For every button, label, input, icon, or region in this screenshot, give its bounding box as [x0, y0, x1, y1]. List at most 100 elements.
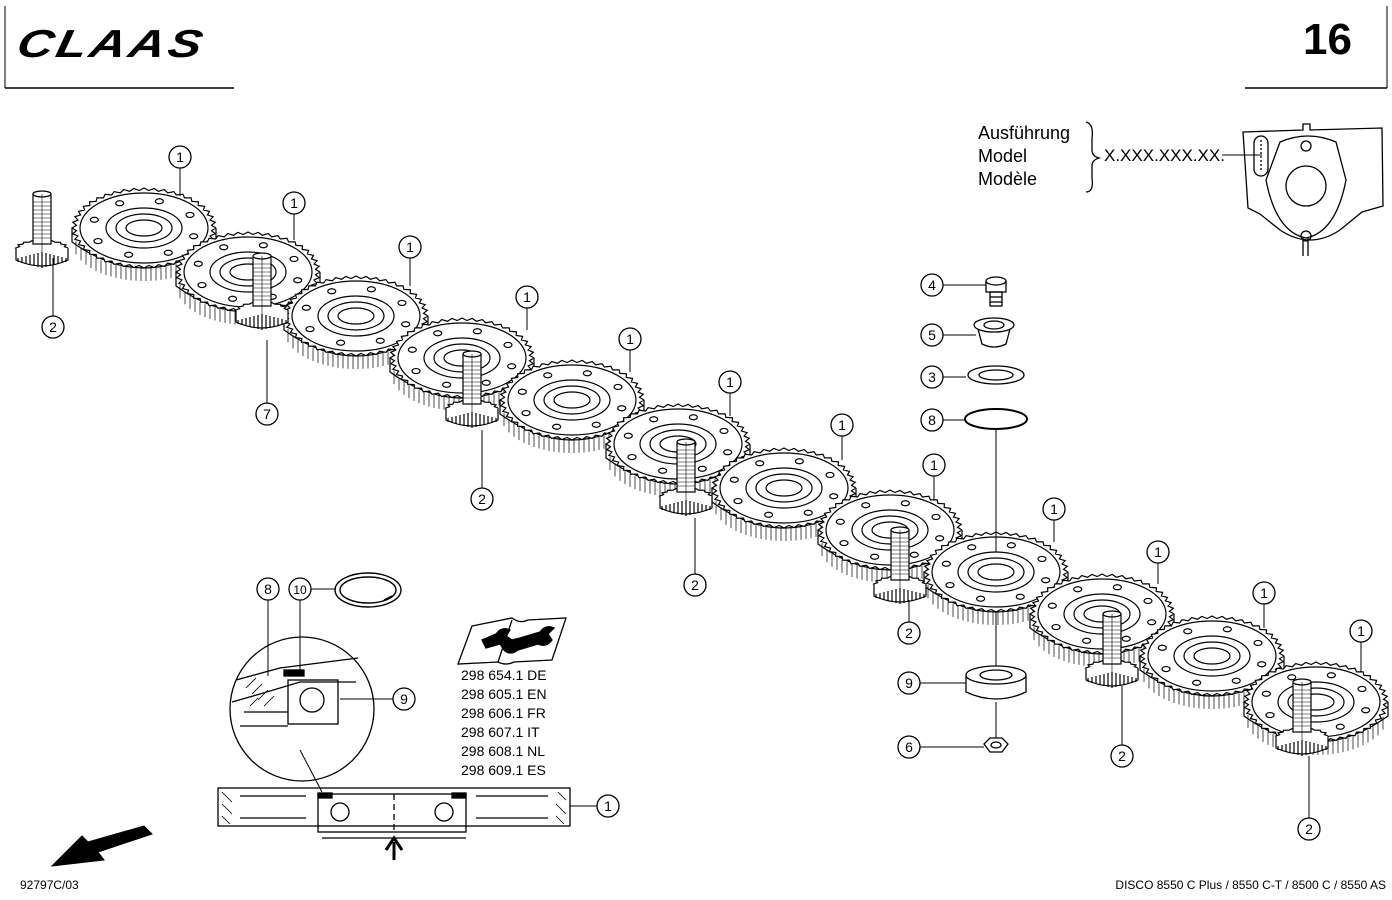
callout-gear: 1 [515, 285, 539, 330]
spur-gear-12 [1242, 661, 1389, 755]
callout-pinion: 2 [1297, 756, 1321, 841]
gear-cross-section [217, 787, 596, 860]
bolt-part [985, 276, 1007, 307]
callout-gear: 1 [618, 327, 642, 372]
callout-label: 2 [905, 625, 913, 641]
variant-label-fr: Modèle [978, 169, 1038, 189]
callout-label: 1 [1260, 585, 1268, 601]
spur-gear-10 [1028, 573, 1175, 667]
callout-label: 1 [523, 289, 531, 305]
callout-label: 8 [928, 412, 936, 428]
direction-arrow [50, 825, 153, 867]
callout-gear: 1 [830, 413, 854, 460]
callout-bearing: 9 [390, 687, 416, 711]
callout-gear: 1 [596, 794, 620, 818]
manual-code-de: 298 654.1 DE [461, 667, 547, 683]
spur-gear-7 [710, 447, 857, 541]
callout-label: 1 [604, 798, 612, 814]
spur-gear-8 [816, 489, 963, 583]
pinion-6 [1084, 610, 1139, 688]
sleeve-part [973, 317, 1015, 348]
pinion-5 [872, 526, 927, 604]
manual-code-nl: 298 608.1 NL [461, 743, 546, 759]
callout-label: 2 [49, 319, 57, 335]
spur-gear-11 [1138, 615, 1285, 709]
pinion-3 [444, 350, 499, 428]
callout-pinion-shaft: 7 [255, 340, 279, 426]
callout-label: 2 [478, 491, 486, 507]
callout-label: 1 [1154, 544, 1162, 560]
manual-book-icon [457, 617, 567, 665]
callout-label: 7 [263, 406, 271, 422]
serial-number-placeholder: X.XXX.XXX.XX. [1104, 146, 1225, 165]
callout-label: 1 [726, 374, 734, 390]
callout-label: 9 [905, 675, 913, 691]
callout-label: 6 [905, 739, 913, 755]
callout-label: 1 [290, 195, 298, 211]
nut-part [983, 737, 1009, 753]
callout-label: 8 [264, 581, 272, 597]
drawing-reference-code: 92797C/03 [20, 878, 79, 892]
spur-gear-2 [174, 231, 321, 325]
callout-washer: 3 [920, 365, 966, 389]
callout-label: 2 [691, 577, 699, 593]
model-designation: DISCO 8550 C Plus / 8550 C-T / 8500 C / … [1115, 878, 1386, 892]
callout-pinion: 2 [683, 518, 707, 597]
callout-gear: 1 [1349, 619, 1373, 672]
callout-gear: 1 [398, 235, 422, 286]
callout-bolt: 4 [920, 273, 986, 297]
callout-label: 1 [406, 239, 414, 255]
gear-train [14, 187, 1389, 756]
variant-label-de: Ausführung [978, 123, 1071, 143]
callout-gear: 1 [922, 453, 946, 500]
callout-o-ring: 8 [920, 408, 964, 432]
manual-code-es: 298 609.1 ES [461, 762, 546, 778]
callout-label: 2 [1118, 748, 1126, 764]
callout-gear: 1 [1146, 540, 1170, 584]
page-number: 16 [1303, 15, 1352, 64]
pinion-2 [234, 252, 289, 330]
spur-gear-1 [70, 187, 217, 281]
bearing-part [965, 665, 1027, 700]
o-ring-part [964, 408, 1028, 430]
callout-gear: 1 [1042, 497, 1066, 542]
circlip-part [334, 572, 402, 608]
pinion-1 [14, 190, 69, 268]
variant-label-en: Model [978, 146, 1028, 166]
callout-gear: 1 [718, 370, 742, 416]
callout-label: 1 [930, 457, 938, 473]
spur-gear-9 [922, 531, 1069, 625]
callout-pinion: 2 [470, 430, 494, 511]
callout-pinion: 2 [41, 258, 65, 339]
callout-gear: 1 [168, 145, 192, 196]
callout-nut: 6 [897, 735, 984, 759]
callout-pinion: 2 [1110, 686, 1134, 768]
manual-code-it: 298 607.1 IT [461, 724, 540, 740]
callout-o-ring: 8 [256, 577, 280, 601]
callout-sleeve: 5 [920, 323, 976, 347]
callout-label: 10 [293, 583, 307, 597]
callout-label: 1 [838, 417, 846, 433]
pinion-4 [658, 438, 713, 516]
callout-label: 1 [1050, 501, 1058, 517]
callout-label: 9 [400, 691, 408, 707]
callout-label: 3 [928, 369, 936, 385]
variant-brace [1085, 121, 1102, 193]
callout-pinion: 2 [897, 600, 921, 645]
callout-label: 5 [928, 327, 936, 343]
manual-code-en: 298 605.1 EN [461, 686, 547, 702]
callout-label: 4 [928, 277, 936, 293]
callout-label: 1 [626, 331, 634, 347]
callout-label: 2 [1305, 821, 1313, 837]
callout-markers: 1 1 1 1 1 1 1 1 1 1 1 1 2 2 2 2 2 2 4 5 3 8 9 6 7 8 10 9 1 [41, 145, 1373, 841]
washer-part [967, 365, 1025, 385]
pinion-7 [1274, 678, 1329, 756]
callout-label: 1 [1357, 623, 1365, 639]
callout-gear: 1 [1252, 581, 1276, 628]
callout-bearing: 9 [897, 671, 966, 695]
callout-gear: 1 [282, 191, 306, 240]
callout-label: 1 [176, 149, 184, 165]
manual-code-fr: 298 606.1 FR [461, 705, 546, 721]
